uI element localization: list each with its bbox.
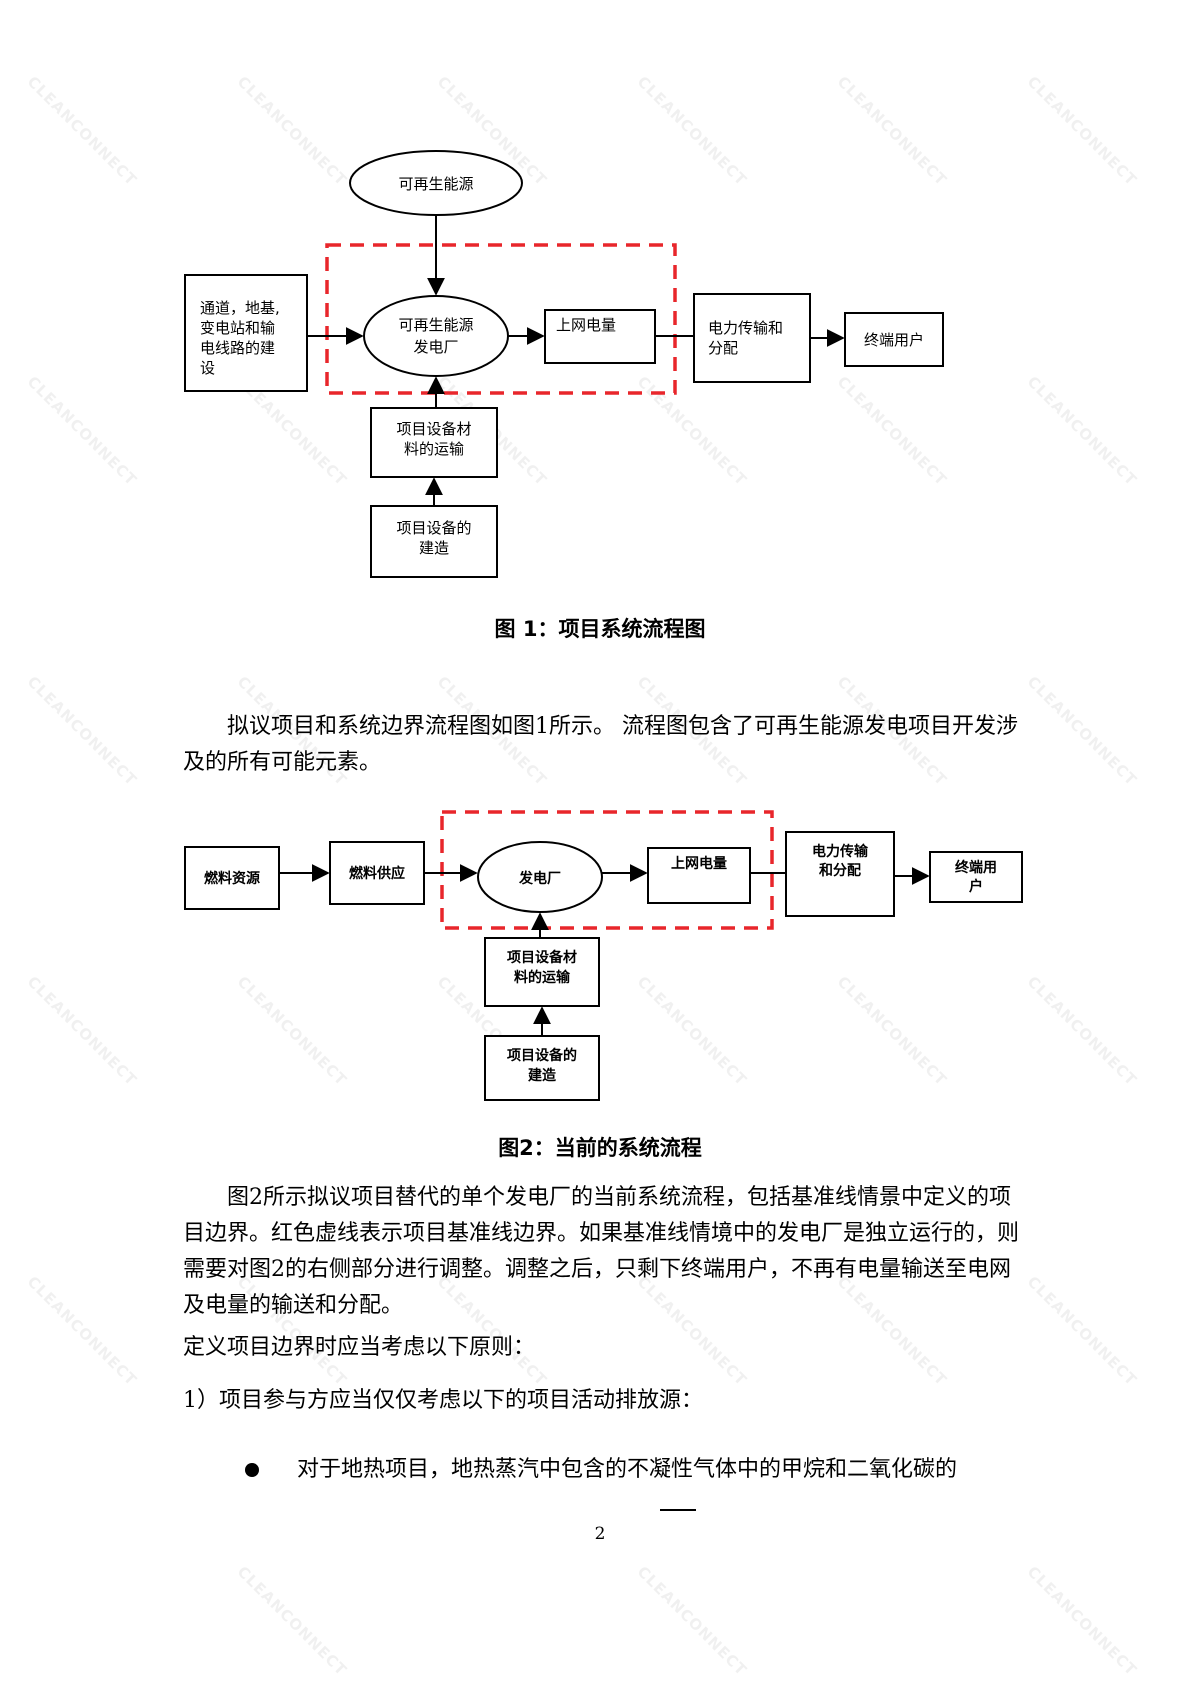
- grid-output-node: [544, 309, 656, 364]
- transport-label-2a: 项目设备材: [507, 949, 577, 966]
- figure-1-caption: 图 1：项目系统流程图: [494, 617, 706, 641]
- paragraph-1: 拟议项目和系统边界流程图如图1所示。 流程图包含了可再生能源发电项目开发涉及的所…: [183, 714, 1018, 775]
- fuel-supply-label: 燃料供应: [349, 865, 405, 882]
- fuel-resource-label: 燃料资源: [204, 870, 260, 887]
- grid-output-label: 上网电量: [556, 316, 616, 334]
- construction-node: [370, 505, 498, 578]
- construction-label-2: 建造: [419, 539, 449, 557]
- fuel-resource-node: [184, 846, 280, 910]
- transmission-label-1: 电力传输和: [708, 319, 783, 337]
- fuel-supply-node: [329, 841, 425, 905]
- figure-2-caption: 图2：当前的系统流程: [498, 1136, 702, 1160]
- infrastructure-label-4: 设: [200, 359, 215, 377]
- construction-label-1: 项目设备的: [396, 519, 471, 537]
- transport-label-2b: 料的运输: [514, 969, 571, 986]
- watermark: CLEANCONNECT: [233, 1562, 351, 1680]
- paragraph-2: 图2所示拟议项目替代的单个发电厂的当前系统流程，包括基准线情景中定义的项目边界。…: [183, 1185, 1020, 1318]
- watermark: CLEANCONNECT: [1023, 1562, 1141, 1680]
- end-user-node-2: [929, 851, 1023, 903]
- figure-2-diagram: 燃料资源 燃料供应 发电厂 上网电量 电力传输 和分配 终端用 户 项目设备材 …: [184, 810, 1023, 1101]
- grid-output-label-2: 上网电量: [671, 855, 727, 872]
- construction-label-2a: 项目设备的: [507, 1047, 577, 1064]
- end-user-label-2a: 终端用: [955, 859, 997, 876]
- infrastructure-node: [184, 274, 308, 392]
- transmission-label-2a: 电力传输: [812, 843, 869, 860]
- watermark: CLEANCONNECT: [633, 1562, 751, 1680]
- infrastructure-label-1: 通道，地基,: [200, 299, 280, 317]
- transport-label-2: 料的运输: [404, 440, 464, 458]
- grid-output-node-2: [647, 847, 751, 904]
- renewable-plant-label-1: 可再生能源: [398, 316, 473, 334]
- page-number: 2: [594, 1524, 606, 1544]
- power-plant-node: [477, 841, 603, 913]
- end-user-node: [844, 312, 944, 367]
- watermark: CLEANCONNECT: [23, 1272, 141, 1390]
- watermark: CLEANCONNECT: [1023, 672, 1141, 790]
- renewable-plant-label-2: 发电厂: [413, 338, 458, 356]
- figure-1-diagram: 可再生能源 可再生能源 发电厂 上网电量 电力传输和 分配 终端用户 通道，地基…: [184, 150, 944, 578]
- transmission-node: [693, 293, 811, 383]
- infrastructure-label-3: 电线路的建: [200, 339, 275, 357]
- end-user-label-2b: 户: [969, 878, 983, 895]
- renewable-source-label: 可再生能源: [398, 175, 473, 193]
- construction-node-2: [484, 1035, 600, 1101]
- baseline-boundary-dashed: [440, 810, 774, 930]
- power-plant-label: 发电厂: [518, 870, 561, 887]
- transport-label-1: 项目设备材: [396, 420, 471, 438]
- transport-node-2: [484, 937, 600, 1007]
- footnote-rule: [660, 1509, 696, 1511]
- construction-label-2b: 建造: [528, 1067, 556, 1084]
- transmission-label-2: 分配: [708, 339, 738, 357]
- transport-node: [370, 407, 498, 478]
- renewable-plant-node: [363, 295, 509, 377]
- transmission-label-2b: 和分配: [819, 863, 861, 879]
- bullet-item-1: 对于地热项目，地热蒸汽中包含的不凝性气体中的甲烷和二氧化碳的: [297, 1457, 958, 1482]
- paragraph-3: 定义项目边界时应当考虑以下原则：: [183, 1335, 536, 1360]
- watermark: CLEANCONNECT: [1023, 1272, 1141, 1390]
- bullet-marker: [245, 1463, 259, 1477]
- infrastructure-label-2: 变电站和输: [200, 319, 275, 337]
- end-user-label: 终端用户: [864, 331, 924, 349]
- watermark: CLEANCONNECT: [23, 672, 141, 790]
- project-boundary-dashed: [325, 243, 677, 395]
- transmission-node-2: [785, 831, 895, 917]
- paragraph-4: 1）项目参与方应当仅仅考虑以下的项目活动排放源：: [183, 1388, 703, 1413]
